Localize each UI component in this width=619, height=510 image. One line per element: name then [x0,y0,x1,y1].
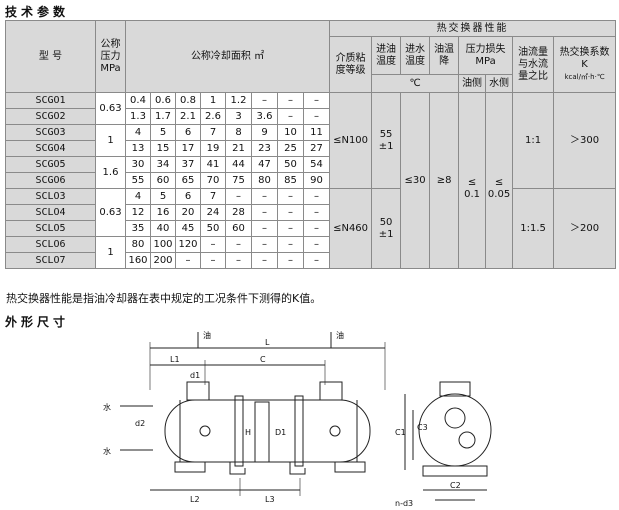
dim-d1: d1 [190,371,200,380]
oil-drop-value: ≥8 [429,92,460,269]
water-in-value: ≤30 [400,92,431,269]
dim-C3: C3 [417,423,428,432]
dim-C2: C2 [450,481,461,490]
l-k: ＞200 [553,188,617,269]
oil-label-left: 油 [203,330,211,340]
col-viscosity: 介质粘度等级 [329,36,373,93]
l-oil-in: 50±1 [371,188,402,269]
dim-C1: C1 [395,428,406,437]
col-flow-ratio: 油流量与水流量之比 [512,36,555,93]
col-deg: ℃ [371,74,460,93]
col-area: 公称冷却面积 ㎡ [124,20,331,93]
oil-label-right: 油 [336,330,344,340]
g-oil-in: 55±1 [371,92,402,189]
dim-L1: L1 [170,355,180,364]
col-oil-drop: 油温降 [429,36,460,75]
dim-L3: L3 [265,495,275,504]
g-k: ＞300 [553,92,617,189]
col-perf: 热交换器性能 [329,20,617,37]
l-viscosity: ≤N460 [329,188,373,269]
oil-loss-value: 0.1 [458,188,487,269]
dim-d2: d2 [135,419,145,428]
dim-L2: L2 [190,495,200,504]
l-ratio: 1:1.5 [512,188,555,269]
col-water-side: 水侧 [485,74,514,93]
water-loss-sym: ≤ [485,92,514,189]
dim-L: L [265,338,270,347]
g-ratio: 1:1 [512,92,555,189]
outline-drawing: 油 油 L L1 C d1 水 水 d2 D1 H L2 L3 C1 C3 C2… [103,330,492,508]
col-water-in: 进水温度 [400,36,431,75]
col-oil-side: 油侧 [458,74,487,93]
shell-body [164,399,371,463]
tech-params-heading: 技术参数 [5,5,70,19]
g-viscosity: ≤N100 [329,92,373,189]
water-label-top: 水 [103,402,111,412]
side-view-shell [418,393,492,467]
outline-heading: 外形尺寸 [5,315,70,329]
dim-nd3: n-d3 [395,499,413,508]
dim-D1: D1 [275,428,286,437]
water-label-bottom: 水 [103,446,111,456]
performance-note: 热交换器性能是指油冷却器在表中规定的工况条件下测得的K值。 [6,292,322,305]
water-loss-value: 0.05 [485,188,514,269]
oil-loss-sym: ≤ [458,92,487,189]
col-model: 型 号 [5,20,96,93]
dim-C: C [260,355,266,364]
col-oil-in: 进油温度 [371,36,402,75]
dim-H: H [245,428,251,437]
